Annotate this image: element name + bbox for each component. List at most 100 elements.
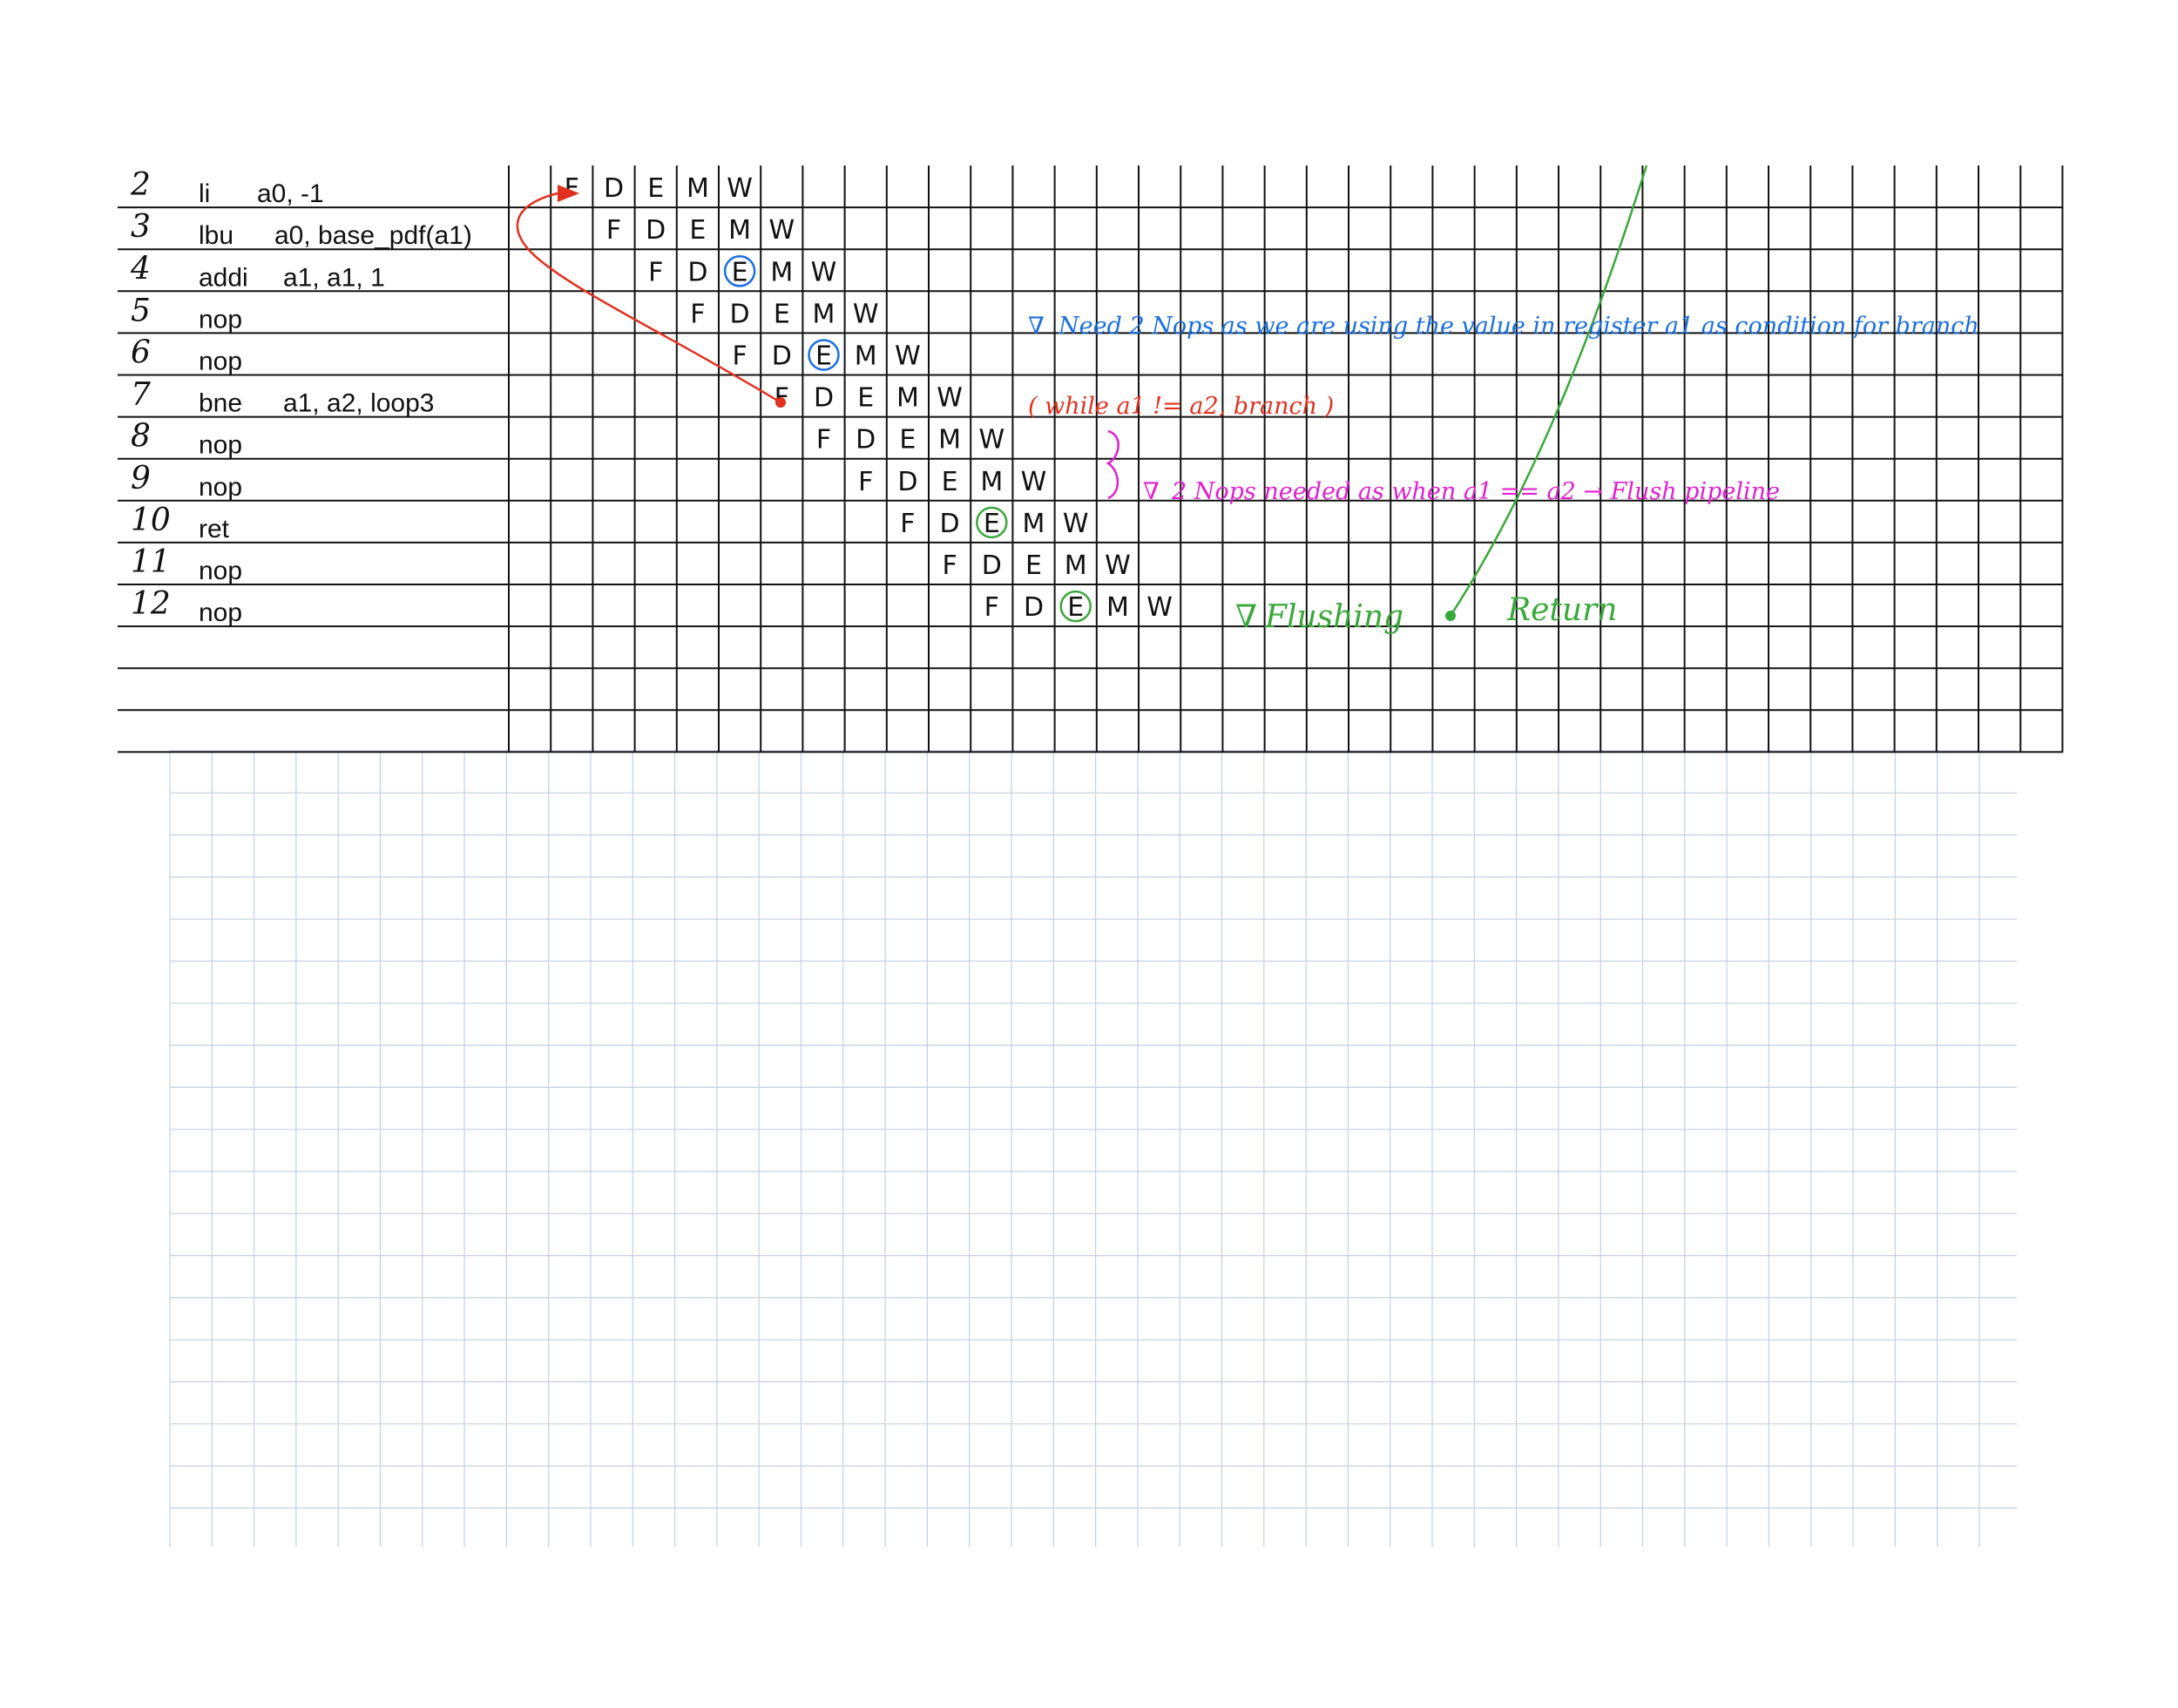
stage-m: M	[770, 257, 793, 287]
stage-e: E	[1025, 550, 1042, 581]
stage-e: E	[774, 299, 790, 329]
stage-w: W	[727, 173, 753, 204]
line-number: 11	[131, 544, 171, 580]
stage-m: M	[813, 299, 835, 329]
stage-d: D	[856, 425, 876, 456]
line-number: 7	[131, 377, 151, 413]
instruction-opcode: nop	[199, 348, 242, 376]
line-number: 5	[131, 293, 151, 328]
stage-d: D	[897, 467, 917, 497]
stage-d: D	[814, 383, 834, 414]
instruction-opcode: addi	[199, 263, 248, 292]
stage-e: E	[1067, 592, 1084, 623]
execute-circle	[1059, 590, 1092, 623]
red-annotation: ( while a1 != a2, branch )	[1028, 393, 1334, 420]
stage-m: M	[687, 173, 709, 204]
stage-w: W	[1105, 550, 1131, 581]
instruction-opcode: nop	[199, 557, 242, 585]
line-number: 2	[130, 167, 151, 203]
stage-m: M	[1106, 592, 1129, 623]
stage-e: E	[984, 509, 1000, 539]
stage-e: E	[899, 425, 916, 456]
stage-w: W	[853, 299, 879, 329]
stage-d: D	[604, 173, 624, 204]
stage-e: E	[857, 383, 874, 414]
stage-f: F	[984, 592, 999, 623]
green-annotation: ∇ Flushing Return	[1235, 592, 1617, 635]
svg-text:∇: ∇	[1235, 599, 1257, 635]
stage-f: F	[942, 550, 957, 581]
stage-e: E	[647, 173, 664, 204]
line-number: 6	[131, 335, 151, 371]
stage-d: D	[646, 215, 666, 246]
instruction-opcode: li	[199, 179, 210, 208]
line-number: 4	[130, 251, 151, 287]
line-number: 12	[131, 586, 171, 622]
stage-f: F	[858, 467, 873, 497]
return-arrow	[1445, 165, 1648, 621]
branch-back-arrow	[516, 185, 786, 408]
stage-w: W	[937, 383, 963, 414]
execute-circle	[976, 506, 1008, 539]
stage-m: M	[896, 383, 919, 414]
instruction-operands: a0, base_pdf(a1)	[274, 221, 472, 250]
stage-m: M	[728, 215, 751, 246]
stage-m: M	[855, 341, 877, 372]
stage-e: E	[732, 257, 748, 287]
blue-annotation: ∇ Need 2 Nops as we are using the value …	[1028, 313, 1979, 340]
stage-w: W	[1146, 592, 1173, 623]
stage-d: D	[982, 550, 1002, 581]
instruction-opcode: nop	[199, 431, 242, 460]
stage-w: W	[1063, 509, 1089, 539]
execute-circle	[808, 339, 840, 371]
stage-m: M	[1065, 550, 1087, 581]
svg-text:∇: ∇	[1028, 313, 1045, 340]
stage-w: W	[768, 215, 795, 246]
stage-d: D	[772, 341, 792, 372]
flushing-text: Flushing	[1264, 599, 1404, 635]
stage-m: M	[938, 425, 961, 456]
stage-m: M	[1023, 509, 1045, 539]
pipeline-table-grid	[118, 165, 2064, 753]
stage-d: D	[940, 509, 960, 539]
line-number: 3	[131, 209, 151, 245]
svg-text:∇: ∇	[1143, 478, 1160, 505]
line-number: 10	[131, 503, 171, 538]
stage-f: F	[900, 509, 915, 539]
line-number: 9	[131, 461, 151, 496]
stage-d: D	[730, 299, 750, 329]
blue-note-text: Need 2 Nops as we are using the value in…	[1058, 313, 1979, 340]
instruction-operands: a1, a1, 1	[283, 263, 385, 292]
stage-w: W	[895, 341, 921, 372]
magenta-annotation: ∇ 2 Nops needed as when a1 == a2 → Flush…	[1106, 429, 1780, 505]
execute-circle	[723, 255, 756, 287]
instruction-opcode: nop	[199, 473, 242, 502]
stage-e: E	[815, 341, 832, 372]
stage-e: E	[942, 467, 958, 497]
stage-f: F	[816, 425, 831, 456]
instruction-opcode: ret	[199, 515, 230, 543]
instruction-opcode: nop	[199, 598, 242, 627]
line-number: 8	[131, 419, 151, 455]
stage-w: W	[978, 425, 1004, 456]
instruction-opcode: bne	[199, 389, 242, 418]
instruction-operands: a0, -1	[257, 179, 324, 208]
stage-f: F	[648, 257, 663, 287]
red-note-text: ( while a1 != a2, branch )	[1028, 393, 1334, 420]
magenta-note-text: 2 Nops needed as when a1 == a2 → Flush p…	[1171, 478, 1780, 505]
stage-f: F	[606, 215, 621, 246]
pipeline-stages: FDEMWFDEMWFDEMWFDEMWFDEMWFDEMWFDEMWFDEMW…	[565, 173, 1173, 623]
stage-d: D	[1024, 592, 1044, 623]
stage-w: W	[1021, 467, 1047, 497]
stage-m: M	[980, 467, 1003, 497]
stage-w: W	[811, 257, 837, 287]
return-text: Return	[1506, 592, 1617, 628]
graph-paper-grid	[169, 750, 2017, 1547]
instruction-operands: a1, a2, loop3	[283, 389, 434, 418]
instruction-opcode: nop	[199, 305, 242, 334]
stage-e: E	[689, 215, 706, 246]
stage-f: F	[690, 299, 705, 329]
stage-d: D	[687, 257, 707, 287]
